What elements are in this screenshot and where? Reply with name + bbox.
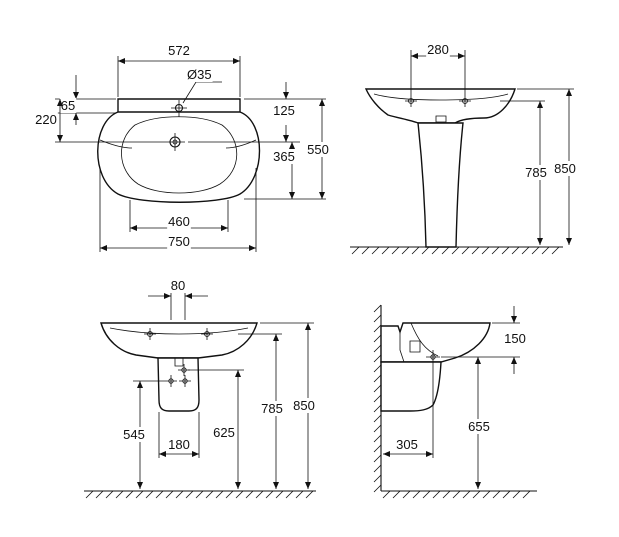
label-backing [272,103,296,118]
dim-550: 550 [307,142,329,157]
label-backing [306,142,330,157]
dim-625: 625 [213,425,235,440]
label-backing [59,98,77,113]
top-view-tap-centerline [171,100,187,117]
semi-pedestal-view-tap-left [144,328,156,340]
dim-semi-850: 850 [293,398,315,413]
top-view-drain-centerline [165,133,185,151]
top-view: 572 Ø35 65 220 125 365 550 460 750 [34,43,330,252]
side-view-basin [380,322,491,363]
dim-545: 545 [123,427,145,442]
top-view-left-rim-line [99,139,133,149]
label-backing [212,425,236,440]
semi-pedestal-shroud [157,357,200,412]
label-backing [169,278,187,293]
label-backing [467,419,491,434]
side-view-overflow [409,340,421,353]
label-backing [260,401,284,416]
label-backing [167,234,191,249]
pedestal-view-basin [364,88,516,124]
label-backing [553,161,577,176]
label-backing [186,67,213,82]
dim-65: 65 [61,98,75,113]
side-view-floor-hatch [382,490,531,499]
side-view-back-edge [399,332,405,363]
dim-semi-785: 785 [261,401,283,416]
dim-572: 572 [168,43,190,58]
label-backing [524,165,548,180]
dim-pedestal-785: 785 [525,165,547,180]
dim-220: 220 [35,112,57,127]
semi-pedestal-view-tap-right [201,328,213,340]
dim-pedestal-280: 280 [427,42,449,57]
label-backing [426,42,450,57]
dim-150: 150 [504,331,526,346]
semi-pedestal-view-floor-hatch [85,490,314,499]
dim-125: 125 [273,103,295,118]
label-backing [395,437,419,452]
semi-pedestal-view-fixing-left [165,375,177,387]
semi-pedestal-view-overflow [174,358,184,367]
pedestal-column [417,122,464,248]
top-view-inner-bowl [121,116,238,194]
pedestal-view-floor-hatch [351,246,560,255]
label-backing [292,398,316,413]
side-view-bowl-inner [410,322,439,357]
label-backing [503,331,527,346]
label-backing [167,214,191,229]
dim-750: 750 [168,234,190,249]
pedestal-view: 280 785 850 [350,42,577,255]
pedestal-view-tap-right [459,95,471,107]
top-view-right-rim-line [225,139,257,149]
pedestal-view-rim-line [373,93,509,101]
dim-pedestal-850: 850 [554,161,576,176]
dim-80: 80 [171,278,185,293]
semi-pedestal-side-view: 150 305 655 [373,304,537,499]
dim-460: 460 [168,214,190,229]
dim-305: 305 [396,437,418,452]
label-backing [167,437,191,452]
semi-pedestal-view: 80 545 180 625 785 850 [84,278,316,499]
pedestal-view-tap-left [405,95,417,107]
top-view-basin-outline [97,111,261,203]
semi-pedestal-view-fixing-right [179,375,191,387]
dim-180: 180 [168,437,190,452]
semi-pedestal-view-rim-line [109,327,249,335]
side-view-wall-hatch [373,304,382,493]
dim-365: 365 [273,149,295,164]
label-backing [122,427,146,442]
dim-tap-hole: Ø35 [187,67,212,82]
side-view-shroud [380,361,442,412]
label-backing [34,112,58,127]
label-backing [272,149,296,164]
semi-pedestal-view-basin [100,322,258,359]
dim-655: 655 [468,419,490,434]
pedestal-view-overflow [435,115,447,123]
label-backing [167,43,191,58]
